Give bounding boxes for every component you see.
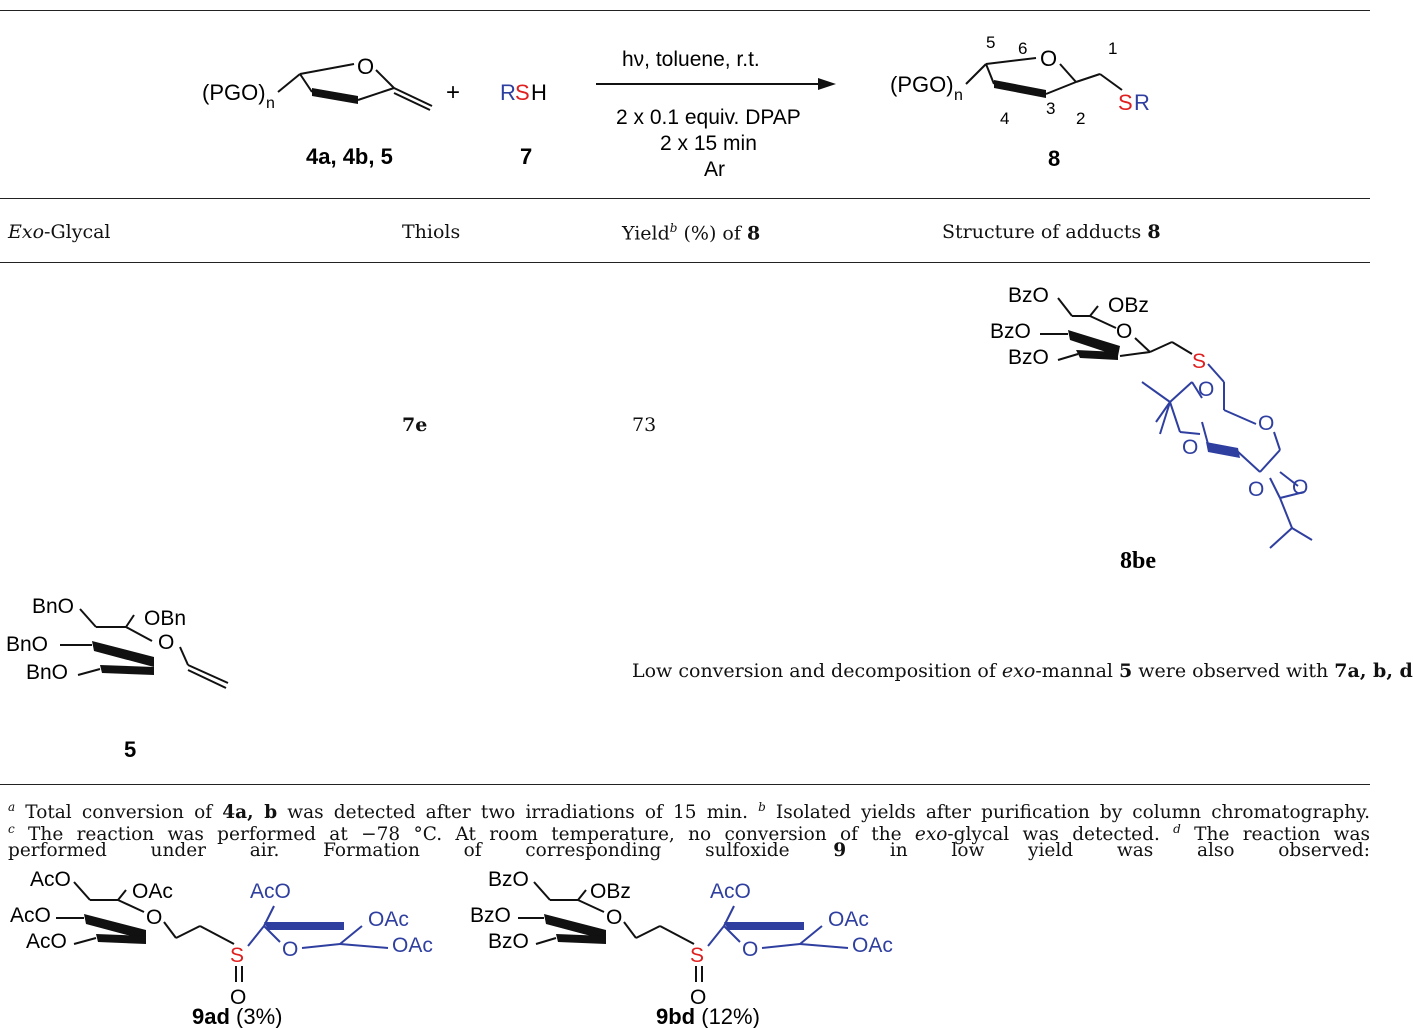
condition-1: 2 x 0.1 equiv. DPAP [616,106,801,129]
footnote-line-2: c The reaction was performed at −78 °C. … [8,822,1370,846]
svg-text:OAc: OAc [852,934,893,957]
compound-9ad: 9ad (3%) [192,1004,282,1028]
row1-yield: 73 [632,414,657,436]
reactant1-label: (PGO) [202,80,266,105]
footnote-line-1: a Total conversion of 4a, b was detected… [8,800,1370,824]
product-id: 8 [1048,146,1060,171]
reagent-id: 7 [520,144,532,169]
reactant1-sub: n [266,95,275,112]
condition-3: Ar [704,158,725,181]
svg-text:O: O [690,986,706,1009]
header-bottom-rule [0,262,1370,263]
svg-text:O: O [146,906,162,929]
reactant1-ring-o: O [357,54,374,79]
svg-text:O: O [158,631,174,654]
header-structure: Structure of adducts 8 [942,221,1161,243]
scheme-bottom-rule [0,198,1370,199]
svg-text:OAc: OAc [828,908,869,931]
svg-text:BzO: BzO [488,930,529,953]
svg-text:OAc: OAc [132,880,173,903]
product-number-3: 3 [1046,99,1055,118]
sulfoxide-9ad: AcO OAc AcO O AcO S O AcO OAc O OAc 9ad … [10,868,433,1028]
svg-text:O: O [1116,320,1132,343]
svg-text:BzO: BzO [470,904,511,927]
svg-text:OAc: OAc [392,934,433,957]
product-sub: n [954,87,963,104]
structure-8be: BzO OBz BzO O BzO S [990,284,1313,574]
svg-text:BnO: BnO [32,595,74,618]
product-label: (PGO) [890,72,954,97]
svg-text:O: O [1182,436,1198,459]
svg-text:AcO: AcO [250,880,291,903]
svg-text:O: O [282,938,298,961]
product-ring-o: O [1040,46,1057,71]
row1-thiol: 7e [402,414,428,436]
compound-9bd: 9bd (12%) [656,1004,760,1028]
reactant1-ids: 4a, 4b, 5 [306,144,393,169]
product-number-1: 1 [1108,39,1117,58]
svg-text:O: O [1292,476,1308,499]
header-exo-glycal: Exo-Glycal [8,221,111,243]
svg-text:OBz: OBz [1108,294,1149,317]
svg-text:O: O [1248,478,1264,501]
svg-text:BzO: BzO [1008,346,1049,369]
structure-exo-mannal-5: BnO OBn BnO O BnO 5 [6,595,229,762]
svg-text:S: S [1192,350,1206,373]
reagent-h: H [531,80,547,105]
svg-text:O: O [1258,412,1274,435]
product-number-4: 4 [1000,109,1009,128]
sulfoxide-9bd: BzO OBz BzO O BzO S O AcO OAc O OAc 9bd … [470,868,893,1028]
header-yield: Yieldb (%) of 8 [622,221,761,245]
table-bottom-rule [0,784,1370,785]
product-number-2: 2 [1076,109,1085,128]
reagent-r: R [500,80,516,105]
reaction-scheme: (PGO) n O 4a, 4b, 5 + R S H 7 hν, toluen… [202,33,1150,181]
svg-text:O: O [742,938,758,961]
product-s: S [1118,90,1133,115]
svg-text:BzO: BzO [990,320,1031,343]
svg-text:S: S [230,944,244,967]
svg-text:OAc: OAc [368,908,409,931]
product-number-6: 6 [1018,39,1027,58]
plus-sign: + [446,79,460,106]
svg-text:O: O [1198,378,1214,401]
condition-top: hν, toluene, r.t. [622,48,760,71]
svg-text:BnO: BnO [6,633,48,656]
svg-text:AcO: AcO [10,904,51,927]
svg-text:O: O [606,906,622,929]
product-r: R [1134,90,1150,115]
reagent-s: S [515,80,530,105]
condition-2: 2 x 15 min [660,132,757,155]
header-thiols: Thiols [402,221,461,243]
svg-text:OBz: OBz [590,880,631,903]
svg-text:OBn: OBn [144,607,186,630]
compound-8be: 8be [1120,548,1156,574]
svg-text:O: O [230,986,246,1009]
footnote-line-3: performed under air. Formation of corres… [8,840,1370,861]
svg-text:AcO: AcO [710,880,751,903]
svg-text:BzO: BzO [1008,284,1049,307]
product-number-5: 5 [986,33,995,52]
svg-text:BzO: BzO [488,868,529,891]
top-rule [0,10,1370,11]
svg-text:S: S [690,944,704,967]
row2-note: Low conversion and decomposition of exo-… [632,660,1413,682]
svg-text:AcO: AcO [26,930,67,953]
svg-text:BnO: BnO [26,661,68,684]
svg-text:AcO: AcO [30,868,71,891]
compound-5: 5 [124,737,136,762]
